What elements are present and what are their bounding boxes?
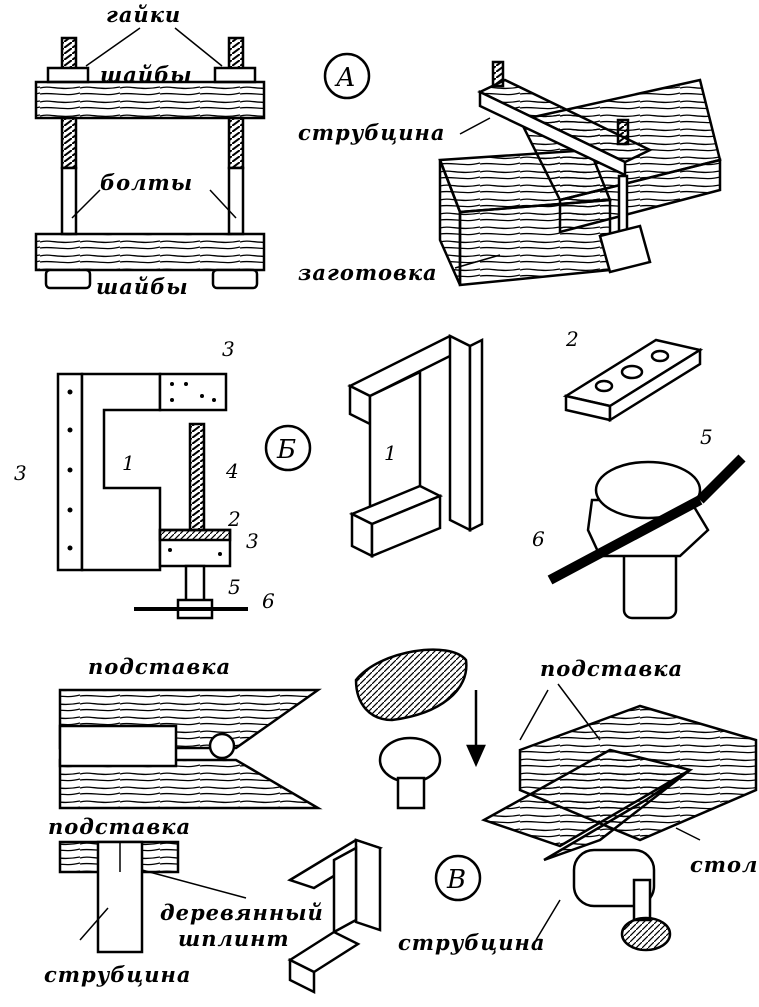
num-4: 4	[225, 459, 239, 483]
label-clamp-bottom: струбцина	[398, 930, 545, 955]
num-1-3d: 1	[384, 441, 397, 465]
num-3-top: 3	[222, 337, 235, 361]
panel-v-knob-parts	[354, 648, 486, 810]
panel-b-knob	[547, 454, 746, 620]
label-stand-left: подставка	[88, 654, 231, 679]
num-3-side: 3	[14, 461, 27, 485]
marker-a: А	[323, 52, 371, 100]
panel-v-stand-top	[58, 688, 323, 810]
num-6-knob: 6	[532, 527, 545, 551]
label-clamp-a: струбцина	[298, 120, 445, 145]
label-stand-right: подставка	[540, 656, 683, 681]
label-nuts: гайки	[106, 2, 181, 27]
label-stand-left-section: подставка	[48, 814, 191, 839]
panel-b-numbers: 1 2 3 3 3 4 5 6	[14, 337, 275, 613]
panel-a-3d-view	[438, 60, 722, 287]
panel-b-3d-frame	[347, 333, 484, 559]
marker-a-letter: А	[334, 63, 356, 93]
label-clamp-left: струбцина	[44, 962, 191, 987]
marker-b-letter: Б	[276, 435, 296, 465]
marker-v-letter: В	[446, 865, 466, 895]
panel-b-c-clamp	[56, 372, 248, 620]
label-bolts: болты	[100, 170, 193, 195]
num-6-left: 6	[262, 589, 275, 613]
marker-v: В	[434, 854, 482, 902]
panel-v-table-assembly	[480, 683, 758, 952]
label-washers-top: шайбы	[100, 62, 193, 87]
panel-v-section	[58, 840, 247, 954]
panel-v-j-clamp	[287, 838, 383, 995]
label-washers-bottom: шайбы	[96, 274, 189, 299]
num-3-bottom: 3	[246, 529, 259, 553]
num-1-left: 1	[122, 451, 135, 475]
label-pin-2: шплинт	[178, 926, 290, 951]
num-2-plate: 2	[565, 327, 579, 351]
label-pin-1: деревянный	[160, 900, 324, 925]
panel-a-front-view	[34, 27, 266, 290]
label-table: стол	[690, 852, 758, 877]
num-2-left: 2	[227, 507, 241, 531]
panel-b-plate	[562, 338, 704, 423]
num-5-knob: 5	[700, 425, 713, 449]
num-5-left: 5	[228, 575, 241, 599]
marker-b: Б	[264, 424, 312, 472]
label-workpiece: заготовка	[298, 260, 438, 285]
